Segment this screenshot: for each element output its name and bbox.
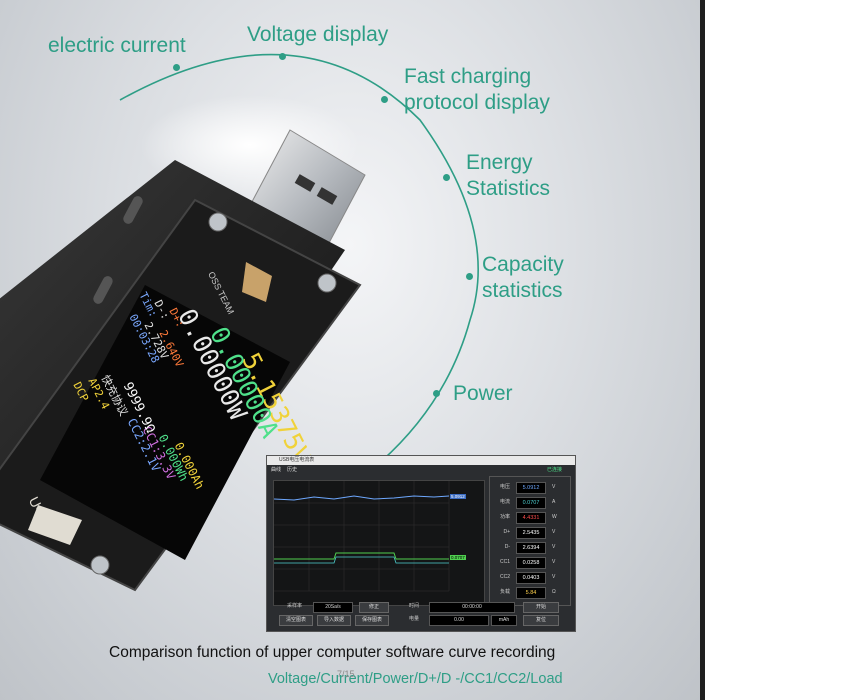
energy-unit-select[interactable]: mAh <box>491 615 517 626</box>
tab-history[interactable]: 历史 <box>287 467 298 473</box>
feature-voltage-display: Voltage display <box>247 23 389 46</box>
usb-plug <box>0 95 366 592</box>
reading-value: 4.4331 <box>516 512 546 524</box>
reading-label: 电压 <box>499 484 510 490</box>
reading-value: 0.0258 <box>516 557 546 569</box>
reading-row: D- 2.6394 V <box>494 541 568 554</box>
reading-label: D- <box>504 544 510 550</box>
caption-title: Comparison function of upper computer so… <box>109 644 556 661</box>
feature-energy-statistics: Energy Statistics <box>466 151 551 200</box>
reading-unit: V <box>552 544 556 550</box>
reading-row: D+ 2.5435 V <box>494 526 568 539</box>
calibrate-button[interactable]: 修正 <box>359 602 389 613</box>
feature-dot <box>381 96 388 103</box>
reading-row: 电流 0.0707 A <box>494 496 568 509</box>
reading-value: 2.6394 <box>516 542 546 554</box>
feature-dot <box>443 174 450 181</box>
start-button[interactable]: 开始 <box>523 602 559 613</box>
reading-label: 负载 <box>499 589 510 595</box>
feature-fast-charging: Fast charging protocol display <box>404 65 550 114</box>
clear-chart-button[interactable]: 清空图表 <box>279 615 313 626</box>
reading-value: 0.0707 <box>516 497 546 509</box>
reading-label: 电流 <box>499 499 510 505</box>
reading-unit: A <box>552 499 556 505</box>
feature-dot <box>173 64 180 71</box>
energy-display: 0.00 <box>429 615 489 626</box>
time-label: 时间 <box>409 603 420 609</box>
reading-row: CC2 0.0403 V <box>494 571 568 584</box>
reading-unit: W <box>552 514 557 520</box>
connection-status: 已连接 <box>547 467 563 473</box>
reading-label: 功率 <box>499 514 510 520</box>
import-data-button[interactable]: 导入数据 <box>317 615 351 626</box>
right-edge-bar <box>700 0 705 700</box>
reading-value: 0.0403 <box>516 572 546 584</box>
sample-rate-label: 采样率 <box>287 603 303 609</box>
product-image: electric current Voltage display Fast ch… <box>0 0 700 700</box>
feature-dot <box>279 53 286 60</box>
feature-arc <box>119 53 479 501</box>
reading-row: 功率 4.4331 W <box>494 511 568 524</box>
feature-dot <box>433 390 440 397</box>
reading-value: 2.5435 <box>516 527 546 539</box>
feature-electric-current: electric current <box>48 34 186 57</box>
reading-label: CC1 <box>499 559 510 565</box>
page-indicator: 7/15 <box>337 669 355 679</box>
reading-unit: V <box>552 529 556 535</box>
time-display: 00:00:00 <box>429 602 515 613</box>
reading-unit: V <box>552 574 556 580</box>
feature-capacity-statistics: Capacity statistics <box>482 253 564 302</box>
graph-flag-current: 0.0707 <box>450 555 466 560</box>
software-title: USB电压电流表 <box>279 457 315 463</box>
reading-row: 电压 5.0912 V <box>494 481 568 494</box>
feature-dot <box>466 273 473 280</box>
curve-graph: 5.0912 0.0707 <box>273 480 485 606</box>
sample-rate-select[interactable]: 20Sa/s <box>313 602 353 613</box>
save-chart-button[interactable]: 保存图表 <box>355 615 389 626</box>
graph-flag-voltage: 5.0912 <box>450 494 466 499</box>
reading-row: 负载 5.84 Ω <box>494 586 568 599</box>
reading-value: 5.0912 <box>516 482 546 494</box>
reading-unit: V <box>552 484 556 490</box>
caption-parameters: Voltage/Current/Power/D+/D -/CC1/CC2/Loa… <box>268 671 563 687</box>
reading-value: 5.84 <box>516 587 546 599</box>
feature-power: Power <box>453 382 513 405</box>
software-window: USB电压电流表 曲线 历史 已连接 5.0912 0.0707 电压 <box>266 455 576 632</box>
reset-button[interactable]: 复位 <box>523 615 559 626</box>
energy-label: 电量 <box>409 616 420 622</box>
software-titlebar: USB电压电流表 <box>267 456 575 465</box>
reading-unit: Ω <box>552 589 556 595</box>
reading-unit: V <box>552 559 556 565</box>
reading-row: CC1 0.0258 V <box>494 556 568 569</box>
reading-label: CC2 <box>499 574 510 580</box>
reading-label: D+ <box>503 529 510 535</box>
tab-curve[interactable]: 曲线 <box>271 467 282 473</box>
